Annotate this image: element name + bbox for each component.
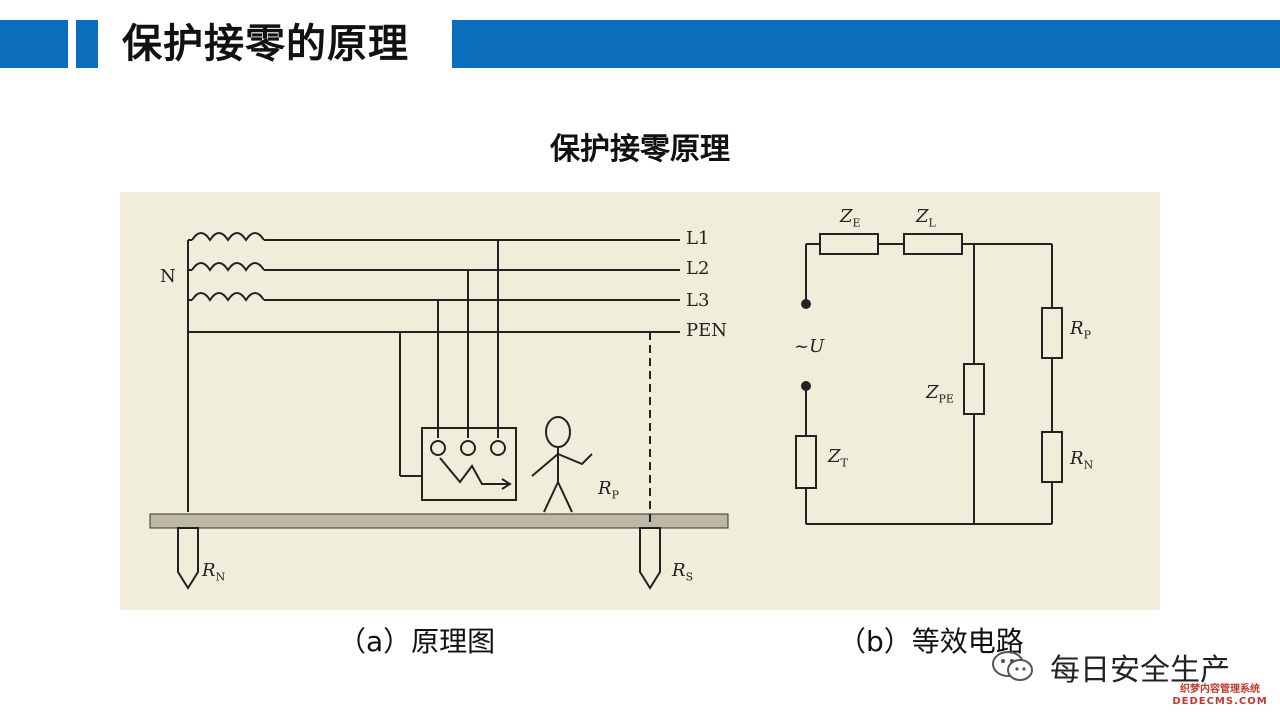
caption-a: （a）原理图 xyxy=(338,625,496,658)
rs-electrode xyxy=(639,527,661,590)
cms-watermark-line1: 织梦内容管理系统 xyxy=(1180,684,1260,695)
header-bar-right xyxy=(452,20,1280,68)
label-rs-a: RS xyxy=(672,560,693,584)
label-zt-sub: T xyxy=(840,456,848,470)
device-enclosure xyxy=(421,427,517,501)
label-zpe: ZPE xyxy=(926,382,954,406)
label-rp-a-base: R xyxy=(598,478,612,499)
label-rs-a-base: R xyxy=(672,560,686,581)
label-l3: L3 xyxy=(686,290,710,311)
label-rn-b-base: R xyxy=(1070,448,1084,469)
label-l1: L1 xyxy=(686,228,710,249)
label-n: N xyxy=(160,266,176,287)
label-zpe-base: Z xyxy=(926,382,939,403)
diagram-title: 保护接零原理 xyxy=(550,132,730,167)
person-figure xyxy=(531,416,593,513)
header-bar-left xyxy=(0,20,68,68)
transformer-coils xyxy=(191,232,265,302)
label-l2: L2 xyxy=(686,258,710,279)
label-rs-a-sub: S xyxy=(685,570,694,584)
page-title: 保护接零的原理 xyxy=(122,21,409,67)
rn-electrode xyxy=(177,527,199,590)
circuit-figure: N L1 L2 L3 PEN RP RN RS ZE ZL RP ~U ZPE … xyxy=(120,192,1160,610)
label-rp-b: RP xyxy=(1070,318,1091,342)
label-u: ~U xyxy=(794,336,825,357)
label-rn-a: RN xyxy=(202,560,225,584)
label-zt-base: Z xyxy=(828,446,841,467)
label-ze-sub: E xyxy=(852,216,861,230)
circuit-svg xyxy=(149,232,1063,590)
zl-resistor xyxy=(903,233,963,255)
label-rn-b-sub: N xyxy=(1083,458,1094,472)
label-zl-base: Z xyxy=(916,206,929,227)
ze-resistor xyxy=(819,233,879,255)
label-pen: PEN xyxy=(686,320,728,341)
label-rp-b-base: R xyxy=(1070,318,1084,339)
label-rp-b-sub: P xyxy=(1083,328,1091,342)
ground-strip xyxy=(149,513,729,529)
watermark-account: 每日安全生产 xyxy=(1050,653,1230,688)
zt-resistor xyxy=(795,435,817,489)
wechat-icon xyxy=(992,651,1033,681)
header-bar-accent xyxy=(76,20,98,68)
label-zl-sub: L xyxy=(928,216,936,230)
cms-watermark: 织梦内容管理系统 DEDECMS.COM xyxy=(1168,684,1272,708)
label-rp-a: RP xyxy=(598,478,619,502)
label-rn-a-base: R xyxy=(202,560,216,581)
label-zl: ZL xyxy=(916,206,936,230)
cms-watermark-line2: DEDECMS.COM xyxy=(1172,696,1268,707)
caption-b: （b）等效电路 xyxy=(838,625,1024,658)
label-ze: ZE xyxy=(840,206,861,230)
rp-resistor xyxy=(1041,307,1063,359)
label-rp-a-sub: P xyxy=(611,488,619,502)
label-rn-b: RN xyxy=(1070,448,1093,472)
label-rn-a-sub: N xyxy=(215,570,226,584)
label-zpe-sub: PE xyxy=(938,392,954,406)
label-zt: ZT xyxy=(828,446,848,470)
zpe-resistor xyxy=(963,363,985,415)
label-ze-base: Z xyxy=(840,206,853,227)
rn-resistor xyxy=(1041,431,1063,483)
